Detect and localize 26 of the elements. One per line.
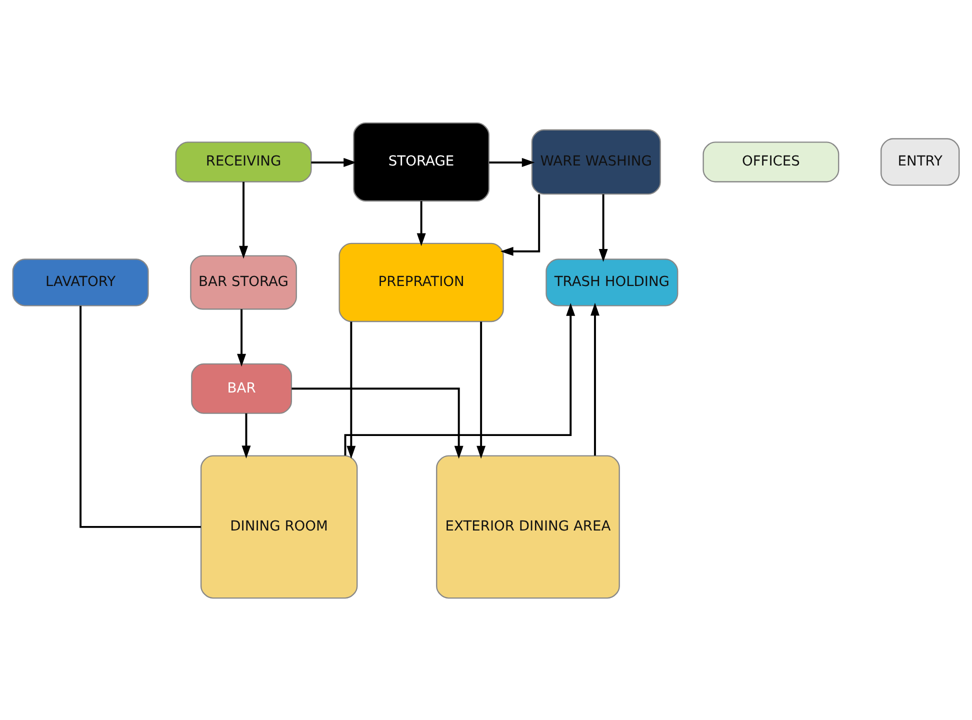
arrow xyxy=(311,157,356,166)
arrow xyxy=(242,412,251,458)
arrow xyxy=(292,387,464,458)
node-box: BAR xyxy=(191,362,292,414)
arrow xyxy=(489,157,535,166)
arrow xyxy=(344,302,576,455)
arrow xyxy=(346,321,356,458)
arrow xyxy=(590,302,600,456)
node-box: STORAGE xyxy=(353,122,490,202)
node-box: PREPRATION xyxy=(338,242,504,322)
arrow xyxy=(239,181,248,258)
arrow xyxy=(237,308,246,366)
node-box: EXTERIOR DINING AREA xyxy=(436,454,620,598)
node-box: ENTRY xyxy=(880,138,960,186)
node-box: DINING ROOM xyxy=(200,454,358,598)
node-box: BAR STORAG xyxy=(190,254,297,310)
node-box: RECEIVING xyxy=(175,141,312,182)
arrow xyxy=(416,200,426,246)
connector xyxy=(80,305,201,528)
node-box: LAVATORY xyxy=(12,258,149,306)
arrow xyxy=(598,194,608,262)
arrow xyxy=(476,321,486,458)
node-box: WARE WASHING xyxy=(531,128,661,194)
node-box: OFFICES xyxy=(702,141,840,182)
arrow xyxy=(500,194,540,256)
node-box: TRASH HOLDING xyxy=(546,258,678,306)
